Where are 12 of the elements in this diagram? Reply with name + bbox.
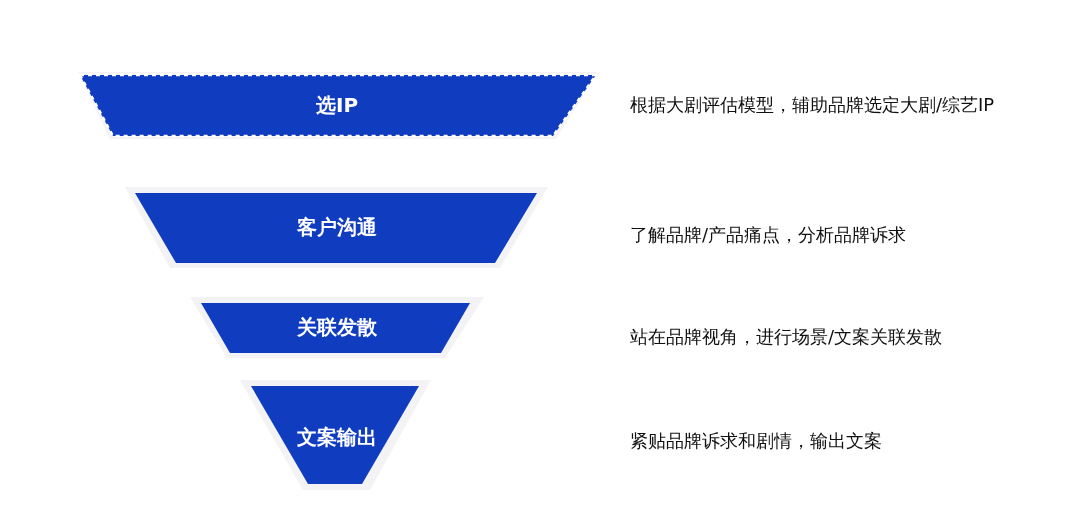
- stage-description: 根据大剧评估模型，辅助品牌选定大剧/综艺IP: [630, 96, 995, 114]
- funnel-stage: [76, 70, 600, 141]
- funnel-stage: [122, 185, 551, 270]
- stage-description: 了解品牌/产品痛点，分析品牌诉求: [630, 226, 907, 244]
- funnel-stage: [238, 378, 433, 492]
- stage-label: 选IP: [315, 95, 359, 115]
- funnel-stage: [188, 295, 486, 360]
- stage-label: 文案输出: [297, 427, 377, 447]
- stage-description: 紧贴品牌诉求和剧情，输出文案: [630, 432, 882, 450]
- stage-label: 关联发散: [297, 317, 377, 337]
- stage-description: 站在品牌视角，进行场景/文案关联发散: [630, 328, 943, 346]
- stage-label: 客户沟通: [297, 217, 377, 237]
